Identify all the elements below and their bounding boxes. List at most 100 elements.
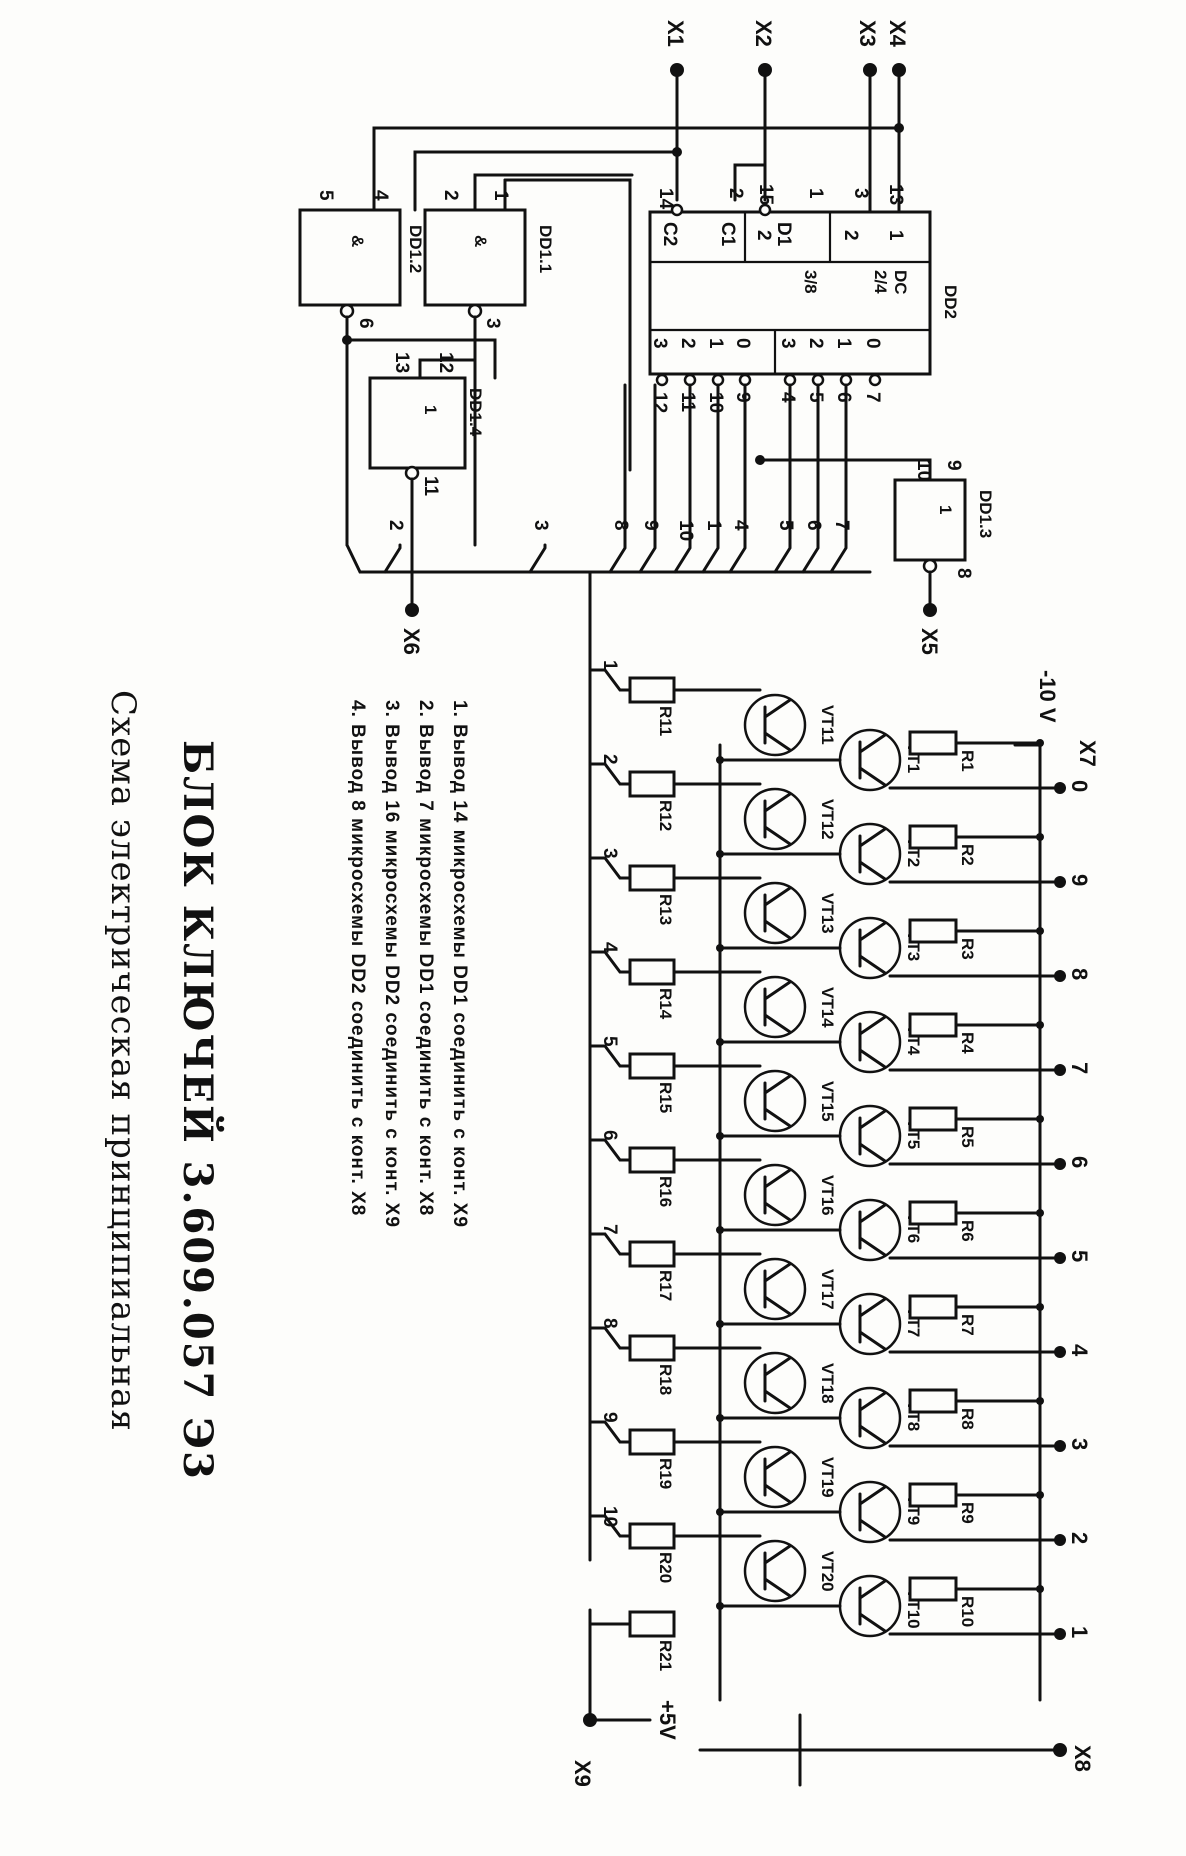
dd11-pin3: 3: [482, 318, 503, 329]
resistor-base-9: [628, 1522, 676, 1550]
dd2-out-pin-0: 12: [649, 392, 670, 413]
output-terminal-3: [1054, 1064, 1066, 1076]
tap-label-6: 7: [599, 1224, 620, 1235]
resistor-top-label-4: R5: [958, 1126, 977, 1148]
transistor-lower-2: [743, 881, 807, 945]
dd12-pin5: 5: [315, 190, 336, 201]
resistor-r21-label: R21: [656, 1640, 675, 1671]
transistor-lower-1: [743, 787, 807, 851]
dd2-label: DD2: [941, 285, 960, 319]
output-terminal-2: [1054, 970, 1066, 982]
resistor-r21: [628, 1610, 676, 1638]
transistor-lower-label-0: VT11: [818, 705, 837, 745]
dd2-out-label-3: 0: [732, 338, 753, 349]
subtitle: Схема электрическая принципиальная: [103, 690, 143, 1432]
tap-wire-3: [588, 950, 632, 974]
transistor-lower-label-9: VT20: [818, 1551, 837, 1592]
resistor-top-9: [908, 1576, 958, 1602]
dd2-dc38: 3/8: [801, 270, 820, 294]
title-block: БЛОК КЛЮЧЕЙ 3.609.057 Э3 Схема электриче…: [103, 690, 224, 1481]
dd11-pin1: 1: [490, 190, 511, 201]
transistor-lower-7: [743, 1351, 807, 1415]
bus-label-4: 10: [675, 520, 696, 541]
resistor-top-label-0: R1: [958, 750, 977, 772]
note-4: 4. Вывод 8 микросхемы DD2 соединить с ко…: [347, 700, 368, 1216]
output-terminal-0: [1054, 782, 1066, 794]
tap-wire-6: [588, 1232, 632, 1256]
terminal-x7: X7: [1075, 740, 1100, 767]
terminal-x8: X8: [1070, 1745, 1095, 1772]
tap-label-4: 5: [599, 1036, 620, 1047]
transistor-lower-label-7: VT18: [818, 1363, 837, 1404]
dd14-pin12: 12: [435, 352, 456, 373]
output-label-2: 8: [1067, 968, 1092, 980]
terminal-x1: X1: [663, 20, 688, 47]
resistor-base-label-7: R18: [656, 1364, 675, 1395]
resistor-top-label-1: R2: [958, 844, 977, 866]
resistor-base-label-5: R16: [656, 1176, 675, 1207]
dd2-pin-3: 3: [850, 188, 871, 199]
tap-label-1: 2: [599, 754, 620, 765]
resistor-base-label-0: R11: [656, 706, 675, 736]
bus-wire-2: [608, 383, 627, 574]
dd2-out-pin-5: 5: [805, 392, 826, 403]
dd2-pin-13: 13: [885, 184, 906, 205]
output-terminal-6: [1054, 1346, 1066, 1358]
dd2-out-circle-7: [868, 373, 882, 387]
tap-wire-0: [588, 668, 632, 692]
transistor-lower-label-2: VT13: [818, 893, 837, 934]
transistor-upper-7: [838, 1386, 902, 1450]
resistor-top-label-5: R6: [958, 1220, 977, 1242]
tap-label-0: 1: [599, 660, 620, 671]
transistor-lower-8: [743, 1445, 807, 1509]
tap-label-8: 9: [599, 1412, 620, 1423]
gate-wiring: X6 X5: [342, 178, 942, 655]
resistor-top-8: [908, 1482, 958, 1508]
resistor-top-label-9: R10: [958, 1596, 977, 1627]
transistor-lower-3: [743, 975, 807, 1039]
resistor-base-label-3: R14: [656, 988, 675, 1020]
supply-neg: -10 V: [1035, 670, 1060, 723]
tap-wire-7: [588, 1326, 632, 1350]
resistor-top-5: [908, 1200, 958, 1226]
tap-wire-1: [588, 762, 632, 786]
bus-label-7: 5: [775, 520, 796, 531]
chip-dd14: 1 DD1.4 13 12 11: [368, 352, 485, 497]
bus-wire-5: [701, 383, 720, 574]
dd2-pin-1: 1: [805, 188, 826, 199]
dd2-out-pin-1: 11: [677, 392, 698, 413]
dd2-in-a: 1: [885, 230, 906, 241]
tap-wire-9: [588, 1514, 632, 1538]
dd2-out-label-0: 3: [649, 338, 670, 349]
dd2-d1: D1: [773, 222, 794, 247]
terminal-x4: X4: [885, 20, 910, 48]
dd13-symbol: 1: [936, 505, 955, 514]
dd12-pin4: 4: [370, 190, 391, 201]
terminal-x2: X2: [751, 20, 776, 47]
tap-label-2: 3: [599, 848, 620, 859]
resistor-base-3: [628, 958, 676, 986]
resistor-top-0: [908, 730, 958, 756]
output-label-4: 6: [1067, 1156, 1092, 1168]
input-terminals: X1 X2 X3 X4: [372, 20, 910, 202]
bus-label-2: 8: [610, 520, 631, 531]
dd2-out-pin-7: 7: [862, 392, 883, 403]
output-label-7: 3: [1067, 1438, 1092, 1450]
bus-label-3: 9: [640, 520, 661, 531]
output-label-0: 0: [1067, 780, 1092, 792]
notes-block: 1. Вывод 14 микросхемы DD1 соединить с к…: [347, 700, 470, 1228]
transistor-upper-4: [838, 1104, 902, 1168]
transistor-upper-2: [838, 916, 902, 980]
dd13-pin9: 9: [943, 460, 964, 471]
dd11-label: DD1.1: [536, 225, 555, 273]
resistor-base-label-2: R13: [656, 894, 675, 925]
output-terminal-7: [1054, 1440, 1066, 1452]
dd14-symbol: 1: [421, 405, 440, 414]
dd11-symbol: &: [471, 235, 490, 247]
transistor-lower-label-5: VT16: [818, 1175, 837, 1216]
tap-wire-4: [588, 1044, 632, 1068]
dd2-c2: C2: [659, 222, 680, 246]
